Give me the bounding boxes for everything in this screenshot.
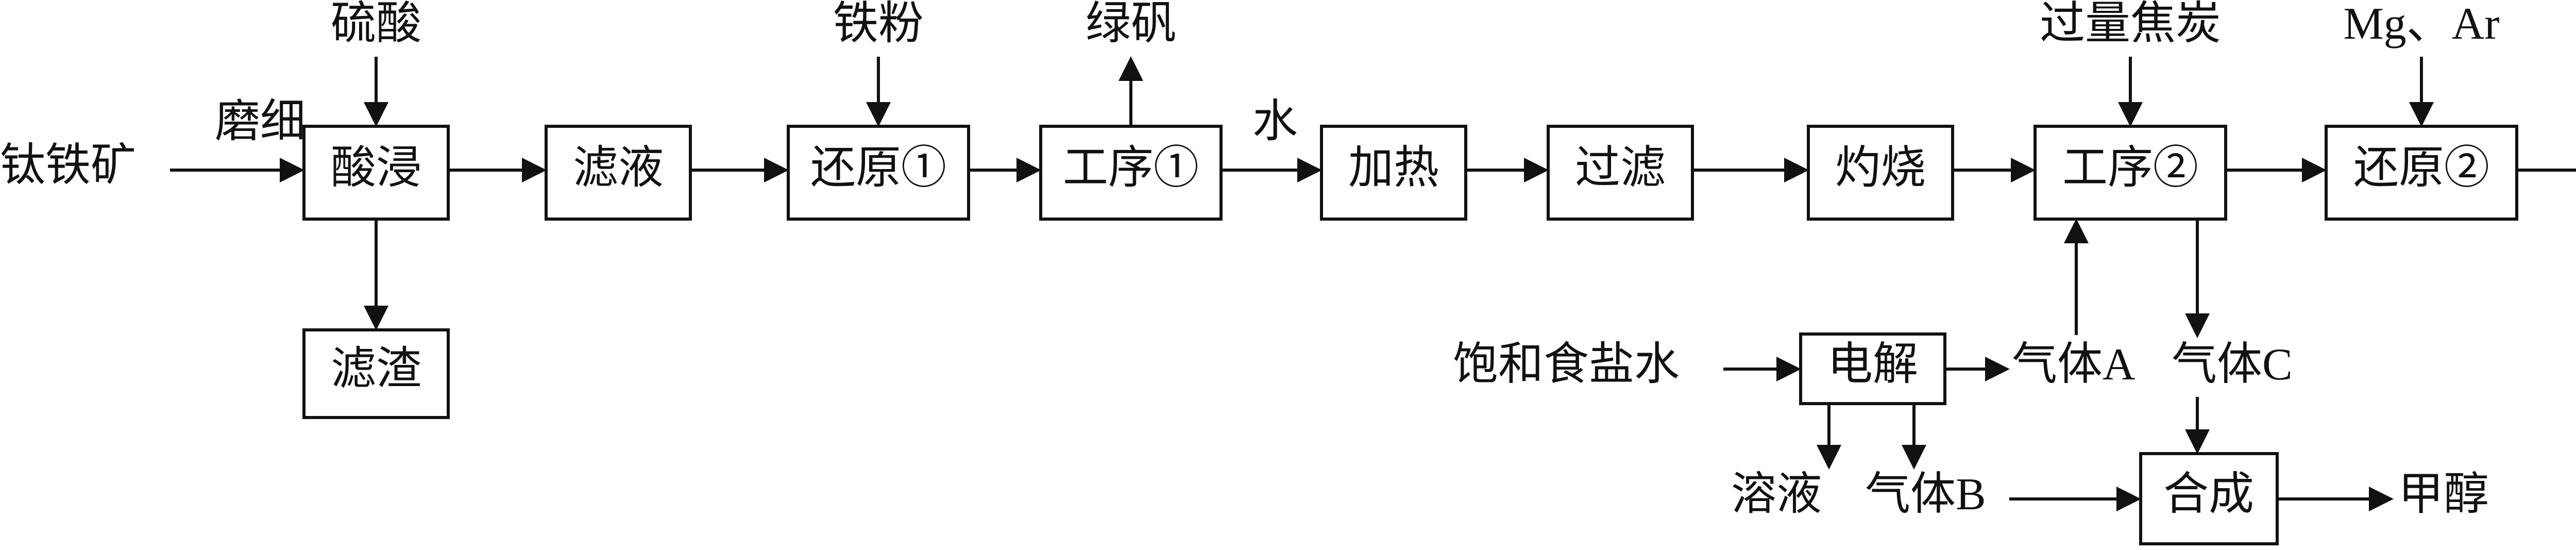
- box-reduction-2-label: 还原②: [2353, 143, 2489, 193]
- box-filtrate: 滤液: [545, 125, 692, 221]
- box-heating: 加热: [1320, 125, 1467, 221]
- box-reduction-1: 还原①: [787, 125, 970, 221]
- box-synthesis: 合成: [2139, 452, 2279, 545]
- box-filter-residue-label: 滤渣: [331, 344, 421, 394]
- label-methanol: 甲醇: [2398, 470, 2489, 520]
- box-acid-leach-label: 酸浸: [331, 143, 421, 193]
- label-iron-powder: 铁粉: [833, 0, 924, 49]
- label-gas-c: 气体C: [2172, 340, 2293, 390]
- box-acid-leach: 酸浸: [302, 125, 450, 221]
- box-filter-residue: 滤渣: [302, 328, 450, 419]
- box-electrolysis-label: 电解: [1827, 340, 1918, 390]
- box-calcination-label: 灼烧: [1835, 143, 1926, 193]
- label-excess-coke: 过量焦炭: [2040, 0, 2221, 49]
- box-process-2-label: 工序②: [2062, 143, 2198, 193]
- box-filtration: 过滤: [1547, 125, 1694, 221]
- label-mg-ar: Mg、Ar: [2343, 0, 2499, 49]
- box-heating-label: 加热: [1348, 143, 1439, 193]
- label-gas-a: 气体A: [2012, 340, 2136, 390]
- box-filtration-label: 过滤: [1575, 143, 1666, 193]
- box-process-1: 工序①: [1039, 125, 1223, 221]
- label-grinding: 磨细: [215, 97, 306, 147]
- label-green-vitriol: 绿矾: [1086, 0, 1176, 49]
- box-reduction-1-label: 还原①: [810, 143, 946, 193]
- label-solution: 溶液: [1731, 470, 1822, 520]
- box-process-1-label: 工序①: [1063, 143, 1199, 193]
- label-ilmenite: 钛铁矿: [0, 141, 136, 191]
- box-reduction-2: 还原②: [2325, 125, 2518, 221]
- box-process-2: 工序②: [2033, 125, 2227, 221]
- box-calcination: 灼烧: [1807, 125, 1954, 221]
- label-saturated-brine: 饱和食盐水: [1453, 340, 1680, 390]
- box-filtrate-label: 滤液: [573, 143, 664, 193]
- label-gas-b: 气体B: [1865, 470, 1986, 520]
- label-water: 水: [1252, 97, 1298, 147]
- box-synthesis-label: 合成: [2163, 470, 2254, 520]
- box-electrolysis: 电解: [1799, 332, 1946, 405]
- label-sulfuric-acid: 硫酸: [331, 0, 421, 49]
